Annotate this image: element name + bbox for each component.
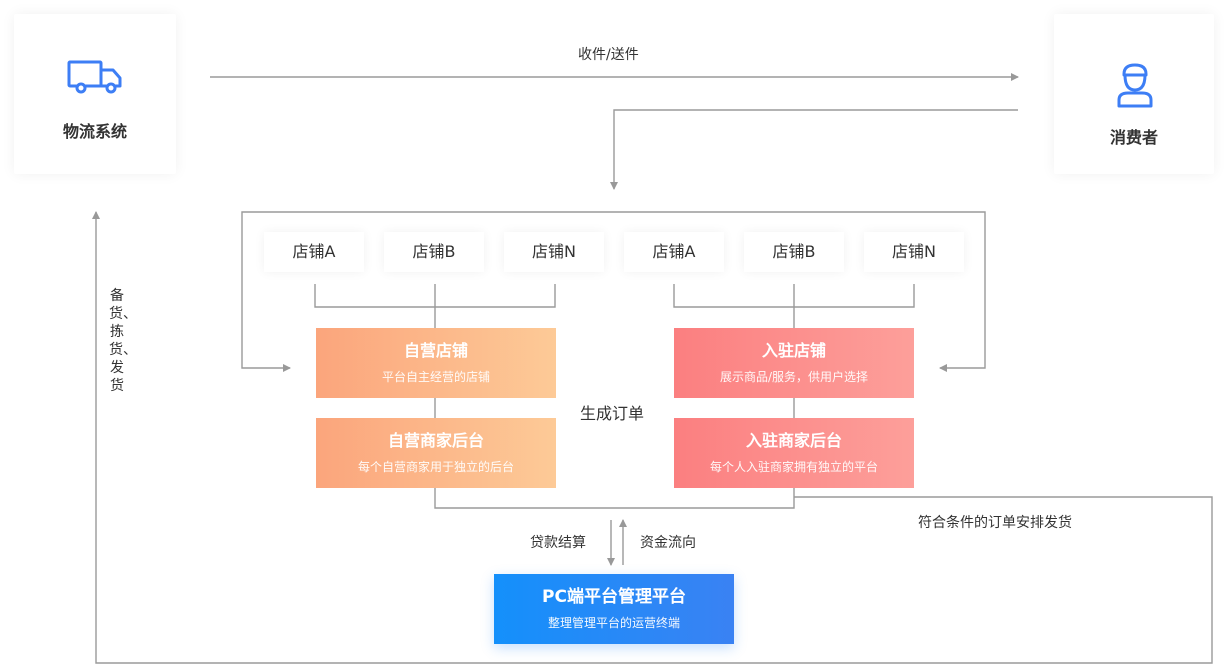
- logistics-card: 物流系统: [14, 14, 176, 174]
- self-backend-subtitle: 每个自营商家用于独立的后台: [357, 460, 514, 474]
- backend-merge: [434, 488, 795, 509]
- settlement-label: 贷款结算: [530, 535, 586, 551]
- user-icon: [1116, 62, 1154, 112]
- capital-label: 资金流向: [640, 535, 696, 551]
- join-backend-box: 入驻商家后台 每个人入驻商家拥有独立的平台: [674, 418, 914, 488]
- self-store-title: 自营店铺: [403, 341, 468, 360]
- logistics-label: 物流系统: [62, 122, 127, 141]
- join-store-title: 入驻店铺: [761, 341, 826, 360]
- shipping-loop: [92, 211, 1213, 664]
- self-store-subtitle: 平台自主经营的店铺: [381, 370, 490, 384]
- store-left-a: 店铺A: [264, 232, 364, 272]
- store-right-b: 店铺B: [744, 232, 844, 272]
- store-left-n: 店铺N: [504, 232, 604, 272]
- store-right-a: 店铺A: [624, 232, 724, 272]
- pc-platform-subtitle: 整理管理平台的运营终端: [547, 616, 680, 630]
- self-store-box: 自营店铺 平台自主经营的店铺: [316, 328, 556, 398]
- join-backend-subtitle: 每个人入驻商家拥有独立的平台: [709, 460, 878, 474]
- pc-platform-box: PC端平台管理平台 整理管理平台的运营终端: [494, 574, 734, 644]
- order-arrow: [610, 109, 1018, 190]
- pc-platform-title: PC端平台管理平台: [542, 587, 686, 607]
- join-store-subtitle: 展示商品/服务，供用户选择: [719, 370, 869, 384]
- store-frame-left: [241, 211, 614, 372]
- store-left-b: 店铺B: [384, 232, 484, 272]
- self-backend-title: 自营商家后台: [387, 431, 484, 450]
- prep-label: 备货、拣货、发货: [109, 288, 137, 394]
- join-store-box: 入驻店铺 展示商品/服务，供用户选择: [674, 328, 914, 398]
- consumer-label: 消费者: [1109, 128, 1158, 147]
- join-backend-title: 入驻商家后台: [745, 431, 842, 450]
- store-frame-right: [614, 211, 986, 372]
- store-right-n: 店铺N: [864, 232, 964, 272]
- consumer-card: 消费者: [1054, 14, 1214, 174]
- order-label: 生成订单: [580, 404, 645, 423]
- truck-icon: [67, 60, 123, 98]
- top-flow-label: 收件/送件: [578, 47, 639, 63]
- ship-label: 符合条件的订单安排发货: [918, 515, 1072, 531]
- self-backend-box: 自营商家后台 每个自营商家用于独立的后台: [316, 418, 556, 488]
